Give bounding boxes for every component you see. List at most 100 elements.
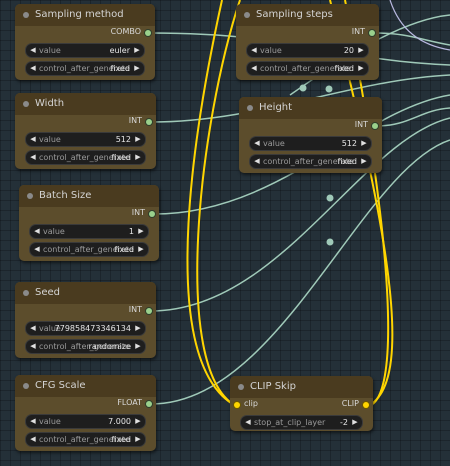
increment-arrow-icon[interactable]: ▶ bbox=[361, 157, 367, 165]
increment-arrow-icon[interactable]: ▶ bbox=[135, 342, 141, 350]
output-port[interactable]: INT bbox=[15, 304, 156, 318]
value-widget[interactable]: ◀ value 1 ▶ bbox=[29, 224, 149, 239]
increment-arrow-icon[interactable]: ▶ bbox=[358, 46, 364, 54]
decrement-arrow-icon[interactable]: ◀ bbox=[34, 227, 40, 235]
widget-value: fixed bbox=[111, 153, 131, 162]
input-dot-icon[interactable] bbox=[234, 402, 240, 408]
decrement-arrow-icon[interactable]: ◀ bbox=[30, 46, 36, 54]
value-widget[interactable]: ◀ value 512 ▶ bbox=[249, 136, 372, 151]
control-after-generate-widget[interactable]: ◀ control_after_generate fixed ▶ bbox=[29, 242, 149, 257]
node-header[interactable]: Sampling steps bbox=[236, 4, 379, 26]
increment-arrow-icon[interactable]: ▶ bbox=[135, 153, 141, 161]
node-clip-skip[interactable]: CLIP Skip clip CLIP ◀ stop_at_clip_layer… bbox=[230, 376, 373, 431]
increment-arrow-icon[interactable]: ▶ bbox=[135, 135, 141, 143]
output-dot-icon[interactable] bbox=[145, 30, 151, 36]
collapse-dot-icon[interactable] bbox=[238, 384, 244, 390]
control-after-generate-widget[interactable]: ◀ control_after_generate fixed ▶ bbox=[246, 61, 369, 76]
node-header[interactable]: Seed bbox=[15, 282, 156, 304]
widget-label: control_after_generate bbox=[260, 64, 351, 73]
output-port[interactable]: INT bbox=[239, 119, 382, 133]
decrement-arrow-icon[interactable]: ◀ bbox=[30, 135, 36, 143]
node-batch-size[interactable]: Batch Size INT ◀ value 1 ▶ ◀ control_aft… bbox=[19, 185, 159, 261]
decrement-arrow-icon[interactable]: ◀ bbox=[251, 64, 257, 72]
node-title: Batch Size bbox=[39, 190, 92, 201]
link-extra-2 bbox=[389, 0, 450, 51]
output-dot-icon[interactable] bbox=[146, 308, 152, 314]
output-dot-icon[interactable] bbox=[369, 30, 375, 36]
increment-arrow-icon[interactable]: ▶ bbox=[358, 64, 364, 72]
output-dot-icon[interactable] bbox=[363, 402, 369, 408]
output-port[interactable]: INT bbox=[19, 207, 159, 221]
increment-arrow-icon[interactable]: ▶ bbox=[138, 227, 144, 235]
value-widget[interactable]: ◀ value euler ▶ bbox=[25, 43, 145, 58]
control-after-generate-widget[interactable]: ◀ control_after_generate fixed ▶ bbox=[25, 432, 146, 447]
decrement-arrow-icon[interactable]: ◀ bbox=[30, 153, 36, 161]
output-port[interactable]: FLOAT bbox=[15, 397, 156, 411]
increment-arrow-icon[interactable]: ▶ bbox=[134, 64, 140, 72]
output-port[interactable]: INT bbox=[15, 115, 156, 129]
output-type-label: INT bbox=[354, 120, 368, 129]
increment-arrow-icon[interactable]: ▶ bbox=[135, 417, 141, 425]
value-widget[interactable]: ◀ value 20 ▶ bbox=[246, 43, 369, 58]
decrement-arrow-icon[interactable]: ◀ bbox=[30, 417, 36, 425]
decrement-arrow-icon[interactable]: ◀ bbox=[30, 342, 36, 350]
node-cfg-scale[interactable]: CFG Scale FLOAT ◀ value 7.000 ▶ ◀ contro… bbox=[15, 375, 156, 451]
output-port[interactable]: INT bbox=[236, 26, 379, 40]
decrement-arrow-icon[interactable]: ◀ bbox=[30, 435, 36, 443]
widget-value: 7.000 bbox=[108, 417, 131, 426]
link-height bbox=[375, 107, 450, 127]
collapse-dot-icon[interactable] bbox=[244, 12, 250, 18]
node-header[interactable]: Batch Size bbox=[19, 185, 159, 207]
decrement-arrow-icon[interactable]: ◀ bbox=[251, 46, 257, 54]
control-after-generate-widget[interactable]: ◀ control_after_generate fixed ▶ bbox=[25, 150, 146, 165]
decrement-arrow-icon[interactable]: ◀ bbox=[34, 245, 40, 253]
increment-arrow-icon[interactable]: ▶ bbox=[135, 435, 141, 443]
collapse-dot-icon[interactable] bbox=[23, 290, 29, 296]
value-widget[interactable]: ◀ value 512 ▶ bbox=[25, 132, 146, 147]
reroute-dot bbox=[326, 194, 334, 202]
node-seed[interactable]: Seed INT ◀ value 779858473346134 ▶ ◀ con… bbox=[15, 282, 156, 358]
node-header[interactable]: CLIP Skip bbox=[230, 376, 373, 398]
increment-arrow-icon[interactable]: ▶ bbox=[134, 46, 140, 54]
decrement-arrow-icon[interactable]: ◀ bbox=[245, 418, 251, 426]
decrement-arrow-icon[interactable]: ◀ bbox=[30, 64, 36, 72]
decrement-arrow-icon[interactable]: ◀ bbox=[30, 324, 36, 332]
output-dot-icon[interactable] bbox=[146, 119, 152, 125]
widget-label: value bbox=[263, 139, 285, 148]
output-dot-icon[interactable] bbox=[372, 123, 378, 129]
collapse-dot-icon[interactable] bbox=[23, 383, 29, 389]
node-height[interactable]: Height INT ◀ value 512 ▶ ◀ control_after… bbox=[239, 97, 382, 173]
output-dot-icon[interactable] bbox=[149, 211, 155, 217]
increment-arrow-icon[interactable]: ▶ bbox=[138, 245, 144, 253]
output-type-label: FLOAT bbox=[117, 398, 142, 407]
value-widget[interactable]: ◀ value 779858473346134 ▶ bbox=[25, 321, 146, 336]
clip-port-row[interactable]: clip CLIP bbox=[230, 398, 373, 412]
increment-arrow-icon[interactable]: ▶ bbox=[361, 139, 367, 147]
widget-value: fixed bbox=[114, 245, 134, 254]
node-sampling-steps[interactable]: Sampling steps INT ◀ value 20 ▶ ◀ contro… bbox=[236, 4, 379, 80]
output-port[interactable]: COMBO bbox=[15, 26, 155, 40]
stop-at-clip-layer-widget[interactable]: ◀ stop_at_clip_layer -2 ▶ bbox=[240, 415, 363, 430]
decrement-arrow-icon[interactable]: ◀ bbox=[254, 157, 260, 165]
widget-value: fixed bbox=[110, 64, 130, 73]
collapse-dot-icon[interactable] bbox=[23, 101, 29, 107]
collapse-dot-icon[interactable] bbox=[27, 193, 33, 199]
increment-arrow-icon[interactable]: ▶ bbox=[135, 324, 141, 332]
increment-arrow-icon[interactable]: ▶ bbox=[352, 418, 358, 426]
node-width[interactable]: Width INT ◀ value 512 ▶ ◀ control_after_… bbox=[15, 93, 156, 169]
control-after-generate-widget[interactable]: ◀ control_after_generate fixed ▶ bbox=[249, 154, 372, 169]
value-widget[interactable]: ◀ value 7.000 ▶ bbox=[25, 414, 146, 429]
collapse-dot-icon[interactable] bbox=[247, 105, 253, 111]
decrement-arrow-icon[interactable]: ◀ bbox=[254, 139, 260, 147]
node-header[interactable]: Height bbox=[239, 97, 382, 119]
node-header[interactable]: Width bbox=[15, 93, 156, 115]
node-sampling-method[interactable]: Sampling method COMBO ◀ value euler ▶ ◀ … bbox=[15, 4, 155, 80]
output-dot-icon[interactable] bbox=[146, 401, 152, 407]
widget-value: 512 bbox=[341, 139, 357, 148]
collapse-dot-icon[interactable] bbox=[23, 12, 29, 18]
node-title: Width bbox=[35, 98, 65, 109]
control-after-generate-widget[interactable]: ◀ control_after_generate fixed ▶ bbox=[25, 61, 145, 76]
control-after-generate-widget[interactable]: ◀ control_after_generate randomize ▶ bbox=[25, 339, 146, 354]
node-header[interactable]: CFG Scale bbox=[15, 375, 156, 397]
node-header[interactable]: Sampling method bbox=[15, 4, 155, 26]
